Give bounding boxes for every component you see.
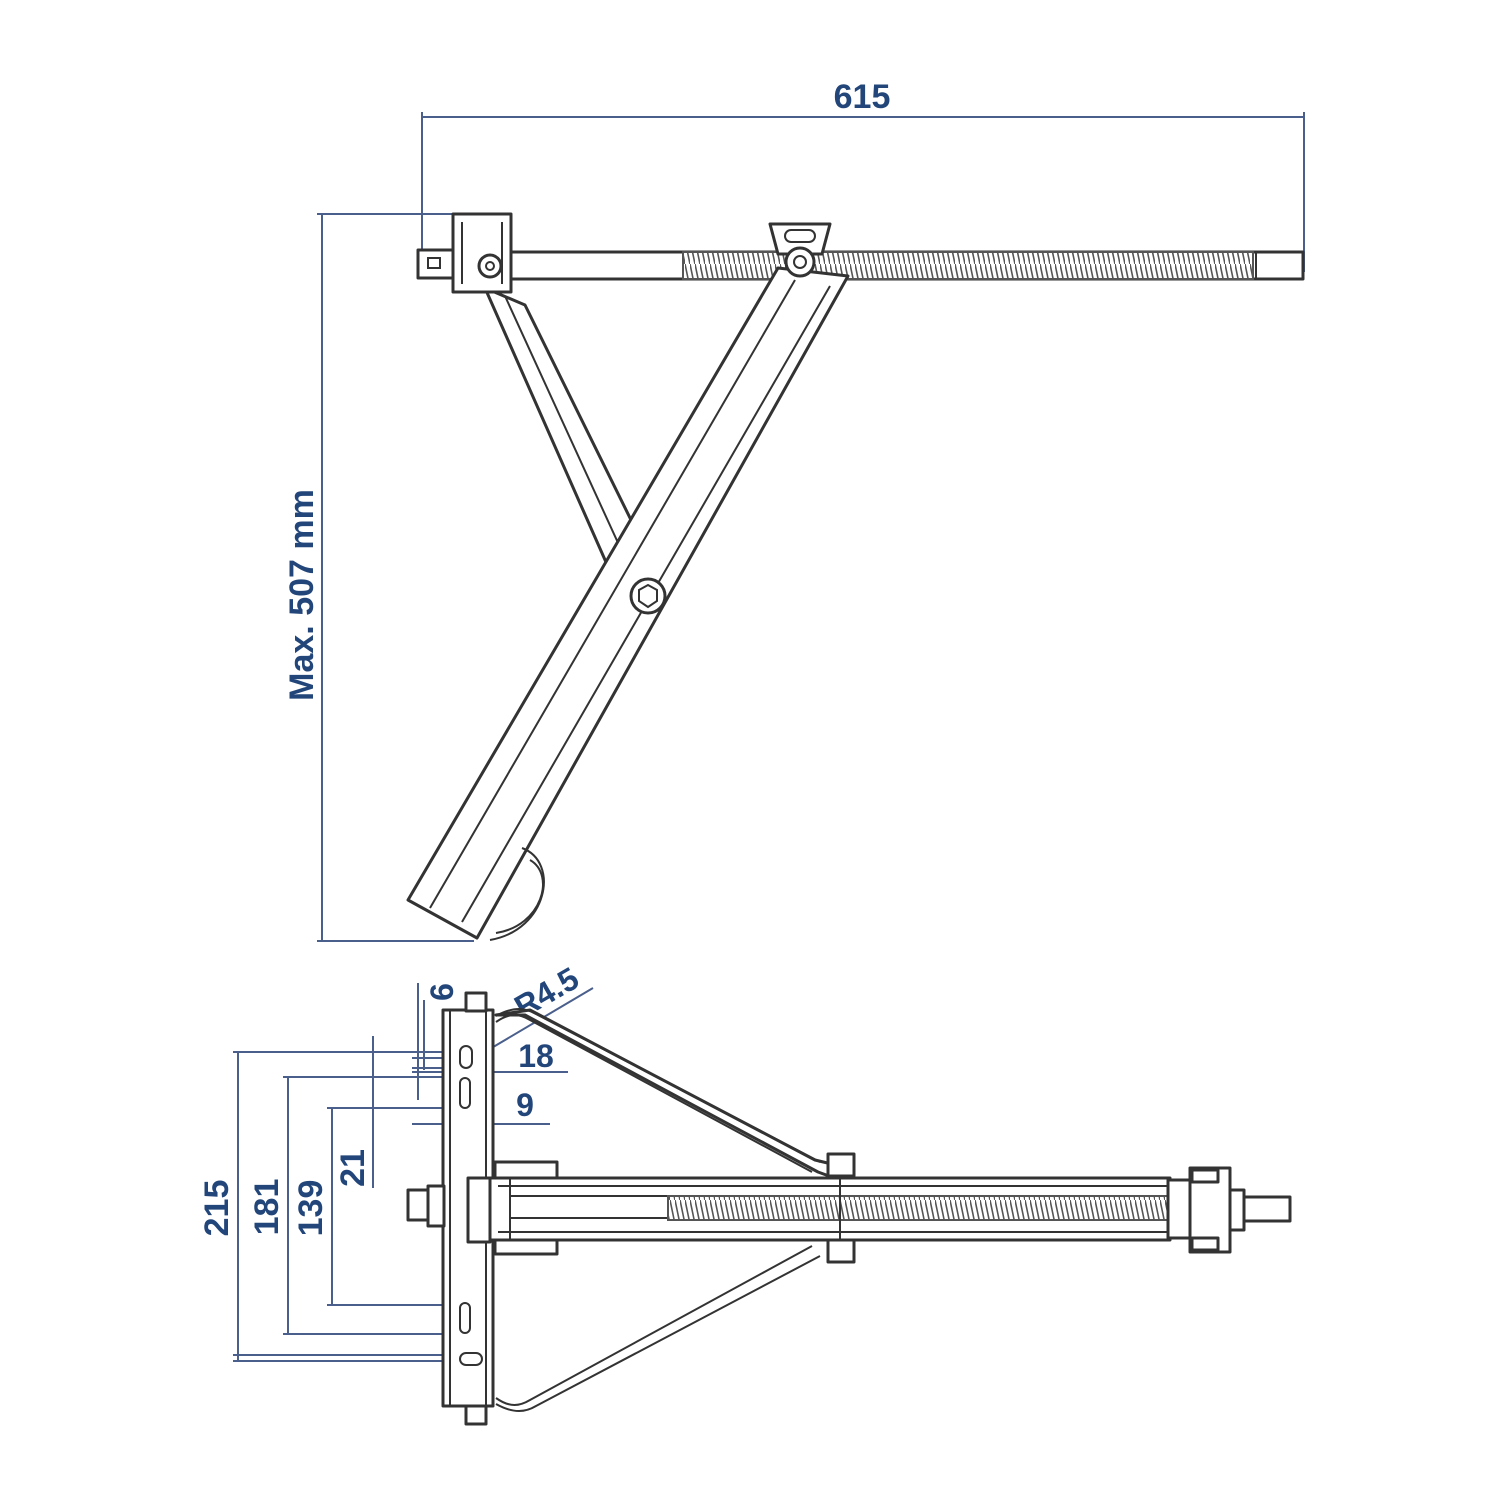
spindle-nut <box>768 222 832 278</box>
width-dimension-label: 615 <box>834 78 891 116</box>
dimension-21-label: 21 <box>334 1149 372 1187</box>
dimension-9-label: 9 <box>516 1087 534 1123</box>
spindle-rod <box>503 250 1305 281</box>
main-leg <box>406 266 850 941</box>
slot-top <box>459 1045 473 1069</box>
top-view: 215 181 139 21 6 R4.5 18 9 <box>198 960 1292 1426</box>
slot-bottom <box>459 1352 483 1366</box>
slot-2 <box>459 1077 471 1109</box>
dimension-215-label: 215 <box>198 1180 236 1237</box>
dimension-139-label: 139 <box>292 1180 330 1237</box>
width-dimension: 615 <box>421 78 1305 272</box>
height-dimension-label: Max. 507 mm <box>283 489 321 701</box>
brace-arms <box>494 1008 842 1412</box>
slot-3 <box>459 1302 471 1334</box>
dimension-181-label: 181 <box>248 1179 286 1236</box>
side-view: 615 Max. 507 mm <box>283 78 1305 942</box>
threaded-spindle <box>667 1195 1169 1221</box>
top-view-dimensions <box>233 983 594 1362</box>
spindle-assembly <box>406 1152 1292 1264</box>
dimension-6-label: 6 <box>424 983 460 1001</box>
dimension-18-label: 18 <box>518 1038 554 1074</box>
height-dimension: Max. 507 mm <box>283 213 474 942</box>
head-bracket <box>416 212 513 294</box>
lower-pivot <box>629 577 667 615</box>
